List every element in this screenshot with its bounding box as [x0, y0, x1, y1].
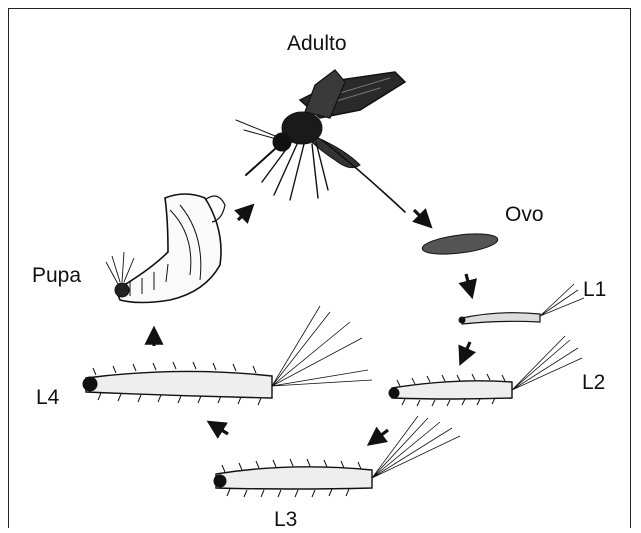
larva-l1: [459, 284, 584, 324]
arrow-l3-to-l4: [212, 424, 228, 434]
label-pupa: Pupa: [32, 264, 81, 288]
arrow-l2-to-l3: [372, 430, 388, 442]
larva-l2: [389, 336, 582, 406]
label-egg: Ovo: [505, 203, 544, 227]
larva-l4: [83, 306, 372, 405]
larva-l3: [214, 416, 460, 497]
arrow-l1-to-l2: [462, 342, 470, 360]
arrow-adult-to-egg: [414, 210, 428, 224]
adult-mosquito: [236, 70, 405, 212]
label-larva-l2: L2: [582, 371, 605, 395]
label-larva-l3: L3: [274, 508, 297, 532]
arrow-egg-to-l1: [466, 274, 471, 293]
label-adult: Adulto: [287, 32, 347, 56]
arrow-pupa-to-adult: [238, 208, 250, 220]
pupa: [106, 194, 225, 303]
label-larva-l4: L4: [36, 386, 59, 410]
label-larva-l1: L1: [583, 278, 606, 302]
egg: [421, 230, 499, 257]
